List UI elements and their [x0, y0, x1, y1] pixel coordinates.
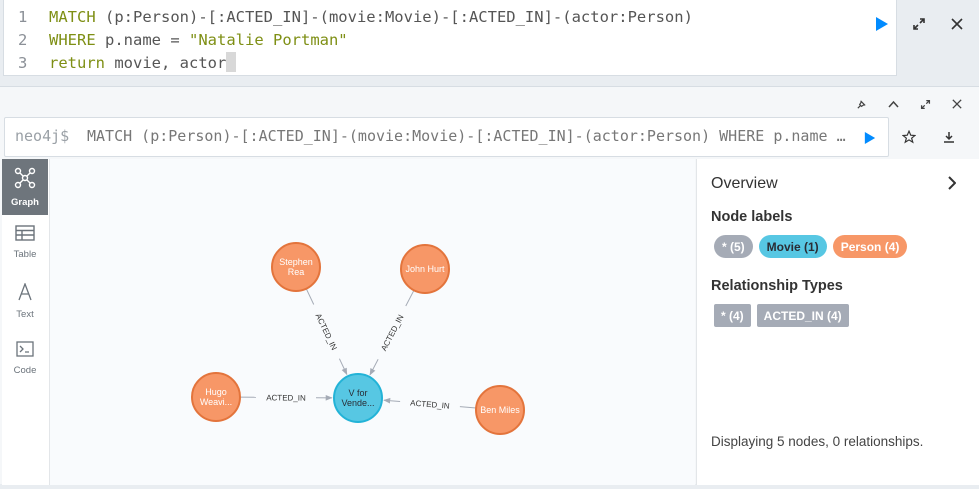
view-label: Table: [14, 249, 37, 260]
graph-icon: [14, 167, 36, 193]
frame-query-bar[interactable]: neo4j$ MATCH (p:Person)-[:ACTED_IN]-(mov…: [4, 117, 889, 157]
chevron-up-icon: [888, 100, 899, 108]
fullscreen-editor-button[interactable]: [907, 12, 931, 36]
frame-query-text[interactable]: MATCH (p:Person)-[:ACTED_IN]-(movie:Movi…: [87, 127, 847, 145]
fullscreen-frame-button[interactable]: [916, 95, 934, 113]
chevron-right-icon: [947, 176, 956, 190]
close-frame-button[interactable]: [948, 95, 966, 113]
pin-frame-button[interactable]: [852, 95, 870, 113]
relationship-edge[interactable]: ACTED_IN: [370, 290, 414, 375]
graph-canvas[interactable]: ACTED_IN ACTED_IN ACTED_IN ACTED_IN Stephen…: [50, 159, 695, 485]
view-label: Text: [16, 309, 33, 320]
node-caption-line: Rea: [288, 267, 305, 277]
close-icon: [951, 18, 963, 30]
graph-node-person[interactable]: Ben Miles: [476, 386, 524, 434]
node-label-pill[interactable]: Movie (1): [759, 235, 827, 258]
graph-node-person[interactable]: John Hurt: [401, 245, 449, 293]
node-label-pill[interactable]: * (5): [714, 235, 753, 258]
edge-line[interactable]: [460, 407, 476, 408]
node-caption-line: John Hurt: [405, 264, 445, 274]
node-caption-line: Weavi...: [200, 397, 232, 407]
edge-label: ACTED_IN: [410, 398, 450, 410]
relationship-edge[interactable]: ACTED_IN: [306, 289, 347, 375]
play-icon: [864, 131, 876, 145]
text-cursor: [226, 52, 236, 72]
relationship-types-list: * (4) ACTED_IN (4): [714, 304, 849, 327]
node-labels-heading: Node labels: [711, 209, 792, 225]
view-text[interactable]: Text: [2, 275, 48, 331]
rerun-query-button[interactable]: [860, 128, 880, 148]
code-text[interactable]: WHERE p.name = "Natalie Portman": [49, 29, 348, 52]
node-caption-line: Hugo: [205, 387, 227, 397]
code-token: p.name =: [96, 31, 189, 49]
node-caption: Ben Miles: [480, 405, 520, 415]
edge-label: ACTED_IN: [314, 312, 339, 352]
close-icon: [952, 99, 962, 109]
edge-label: ACTED_IN: [266, 393, 306, 402]
node-caption-line: Ben Miles: [480, 405, 520, 415]
pin-icon: [856, 99, 867, 110]
code-token: (p:Person)-[:ACTED_IN]-(movie:Movie)-[:A…: [96, 8, 693, 26]
code-token: movie, actor: [105, 54, 226, 72]
keyword-token: return: [49, 54, 105, 72]
overview-panel: Overview Node labels * (5) Movie (1) Perso…: [696, 159, 979, 485]
collapse-overview-button[interactable]: [941, 173, 961, 193]
code-icon: [16, 341, 34, 361]
edge-line[interactable]: [370, 359, 378, 375]
play-icon: [875, 16, 889, 32]
text-icon: [16, 283, 34, 305]
expand-icon: [912, 17, 926, 31]
relationship-type-tag[interactable]: ACTED_IN (4): [757, 304, 849, 327]
edge-line[interactable]: [406, 290, 414, 306]
expand-icon: [920, 99, 931, 110]
view-label: Code: [14, 365, 37, 376]
prompt-label: neo4j$: [15, 127, 69, 145]
graph-svg[interactable]: ACTED_IN ACTED_IN ACTED_IN ACTED_IN Stephen…: [50, 159, 695, 485]
view-graph[interactable]: Graph: [2, 159, 48, 215]
code-text[interactable]: MATCH (p:Person)-[:ACTED_IN]-(movie:Movi…: [49, 6, 693, 29]
edge-line[interactable]: [339, 359, 346, 375]
result-frame: neo4j$ MATCH (p:Person)-[:ACTED_IN]-(mov…: [0, 86, 979, 484]
node-caption: John Hurt: [405, 264, 445, 274]
collapse-frame-button[interactable]: [884, 95, 902, 113]
view-label: Graph: [11, 197, 39, 208]
node-labels-list: * (5) Movie (1) Person (4): [714, 235, 907, 258]
relationship-types-heading: Relationship Types: [711, 278, 843, 294]
edge-label: ACTED_IN: [379, 313, 405, 352]
line-number: 2: [18, 29, 38, 52]
view-table[interactable]: Table: [2, 217, 48, 273]
line-number: 3: [18, 52, 38, 75]
query-editor[interactable]: 1 MATCH (p:Person)-[:ACTED_IN]-(movie:Mov…: [3, 0, 897, 76]
keyword-token: WHERE: [49, 31, 96, 49]
overview-title: Overview: [711, 175, 778, 193]
favorite-button[interactable]: [897, 125, 921, 149]
run-query-button[interactable]: [870, 12, 894, 36]
relationship-type-tag[interactable]: * (4): [714, 304, 751, 327]
edge-line[interactable]: [306, 289, 313, 305]
edge-line[interactable]: [384, 400, 400, 401]
clear-editor-button[interactable]: [945, 12, 969, 36]
view-code[interactable]: Code: [2, 333, 48, 389]
code-text[interactable]: return movie, actor: [49, 52, 236, 75]
node-caption-line: Vende...: [341, 398, 374, 408]
string-token: "Natalie Portman": [189, 31, 348, 49]
table-icon: [15, 225, 35, 245]
node-label-pill[interactable]: Person (4): [833, 235, 908, 258]
download-button[interactable]: [937, 125, 961, 149]
relationship-edge[interactable]: ACTED_IN: [384, 398, 476, 410]
relationship-edge[interactable]: ACTED_IN: [240, 393, 332, 402]
node-caption-line: Stephen: [279, 257, 313, 267]
node-caption-line: V for: [348, 388, 367, 398]
line-number: 1: [18, 6, 38, 29]
overview-summary: Displaying 5 nodes, 0 relationships.: [711, 434, 923, 449]
keyword-token: MATCH: [49, 8, 96, 26]
download-icon: [943, 131, 955, 143]
star-icon: [902, 130, 916, 144]
